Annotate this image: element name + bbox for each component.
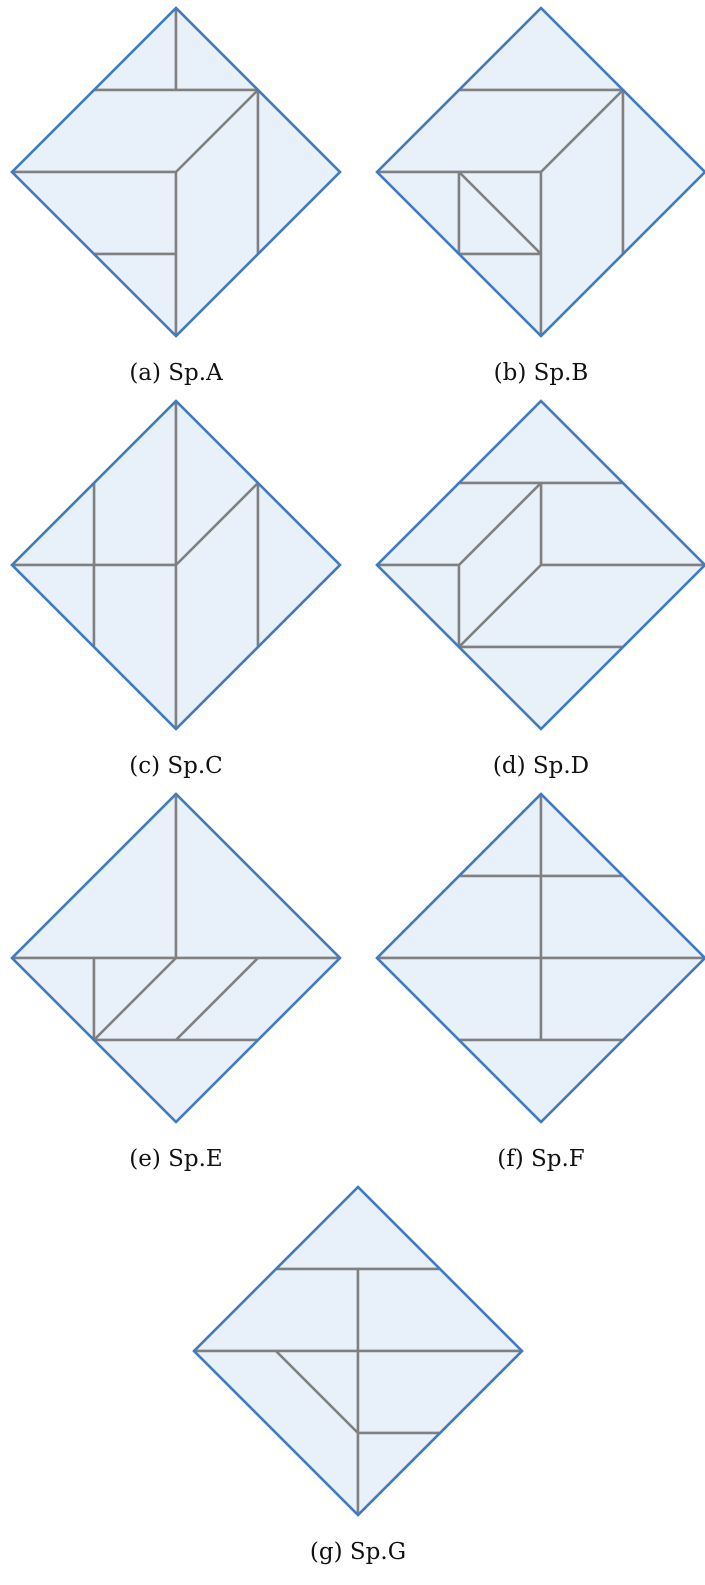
square-outline-g [192,1185,524,1517]
tangram-piece-f-6 [539,956,705,1042]
tangram-piece-c-1 [92,399,178,567]
tangram-piece-d-1 [457,399,625,485]
panel-a: (a) Sp.A [10,6,342,386]
caption-b: (b) Sp.B [494,360,589,386]
tangram-piece-f-5 [375,956,543,1042]
tangram-piece-g-2 [192,1267,360,1353]
square-outline-b [375,6,705,338]
tangram-piece-a-7 [256,88,342,256]
panel-b: (b) Sp.B [375,6,705,386]
panel-g: (g) Sp.G [192,1185,524,1565]
square-outline-d [375,399,705,731]
tangram-piece-f-3 [375,874,543,960]
panel-f: (f) Sp.F [375,792,705,1172]
tangram-piece-g-6 [356,1349,524,1435]
tangram-piece-f-7 [457,1038,625,1124]
panel-c: (c) Sp.C [10,399,342,779]
tangram-piece-d-3 [539,481,705,567]
caption-g: (g) Sp.G [310,1539,406,1565]
caption-c: (c) Sp.C [129,753,223,779]
panel-d: (d) Sp.D [375,399,705,779]
tangram-piece-f-4 [539,874,705,960]
caption-a: (a) Sp.A [129,360,223,386]
square-outline-a [10,6,342,338]
square-outline-c [10,399,342,731]
panel-e: (e) Sp.E [10,792,342,1172]
caption-f: (f) Sp.F [497,1146,585,1172]
tangram-piece-c-4 [92,563,178,731]
tangram-piece-b-8 [621,88,705,256]
tangram-piece-a-4 [10,170,178,256]
tangram-piece-d-7 [457,645,625,731]
tangram-piece-g-1 [274,1185,442,1271]
tangram-piece-c-7 [256,481,342,649]
square-outline-f [375,792,705,1124]
caption-d: (d) Sp.D [493,753,589,779]
caption-e: (e) Sp.E [129,1146,222,1172]
square-outline-e [10,792,342,1124]
tangram-piece-g-3 [356,1267,524,1353]
tangram-piece-e-7 [92,1038,260,1124]
tangram-piece-b-1 [457,6,625,92]
